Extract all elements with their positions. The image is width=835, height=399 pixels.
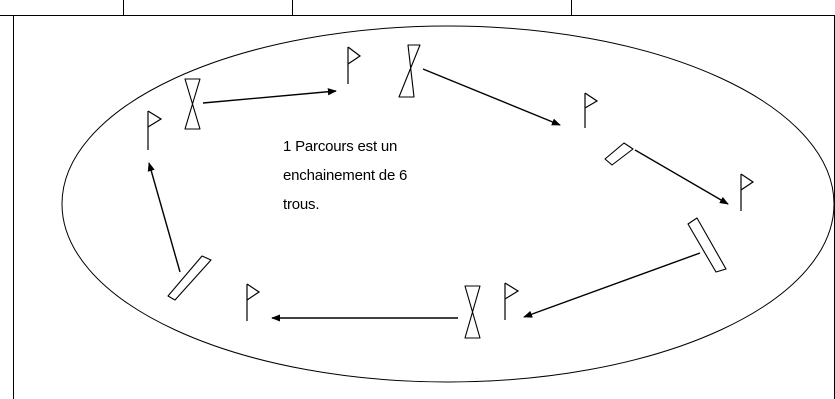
caption-line: trous. [283, 196, 320, 213]
arrow-hole-2 [422, 68, 561, 126]
caption-line: 1 Parcours est un [283, 138, 398, 155]
flag-icon [147, 110, 163, 150]
course-caption: 1 Parcours est un enchainement de 6 trou… [283, 132, 513, 219]
tee-marker-icon [184, 78, 201, 130]
arrow-hole-3 [634, 149, 729, 205]
arrow-hole-1 [202, 88, 337, 104]
flag-icon [504, 282, 520, 320]
flag-icon [584, 92, 599, 128]
caption-line: enchainement de 6 [283, 167, 408, 184]
arrow-hole-6 [147, 162, 181, 273]
tee-marker-icon [687, 217, 727, 273]
arrow-hole-4 [523, 252, 701, 318]
flag-icon [740, 173, 755, 211]
flag-icon [347, 46, 362, 84]
tee-marker-icon [464, 285, 481, 339]
flag-icon [246, 283, 261, 321]
tee-marker-icon [167, 255, 212, 301]
course-boundary-ellipse [61, 25, 835, 383]
tee-marker-icon [398, 44, 421, 98]
tee-marker-icon [604, 142, 634, 166]
